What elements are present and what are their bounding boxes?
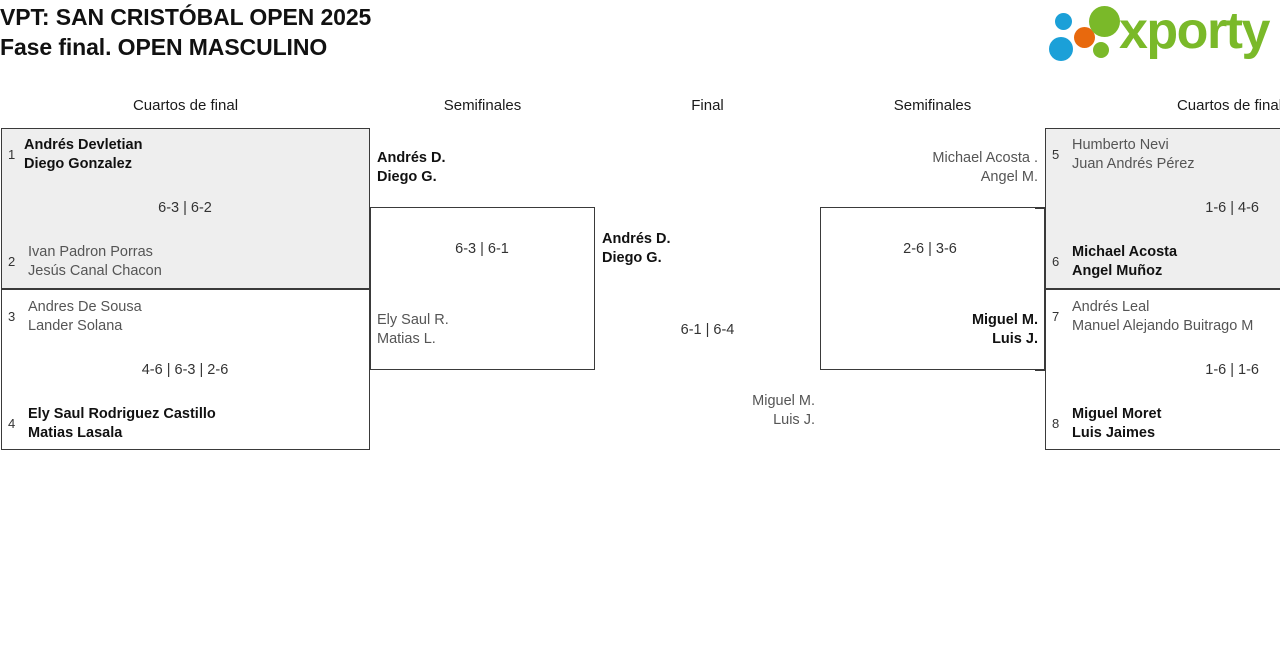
player-name: Andrés D. — [602, 231, 671, 247]
match-score: 6-3 | 6-2 — [158, 200, 212, 216]
match-score: 2-6 | 3-6 — [903, 241, 957, 257]
player-name: Ivan Padron Porras — [28, 244, 153, 260]
page-header: VPT: SAN CRISTÓBAL OPEN 2025 Fase final.… — [0, 0, 1280, 78]
team-entry[interactable]: Ely Saul R. Matias L. — [377, 311, 449, 349]
xporty-logo[interactable]: xporty — [1046, 2, 1278, 64]
player-name: Luis J. — [992, 331, 1038, 347]
player-name: Manuel Alejando Buitrago M — [1072, 318, 1254, 334]
match-box-sf-left[interactable] — [370, 207, 595, 370]
team-entry[interactable]: Miguel M. Luis J. — [823, 311, 1038, 349]
player-name: Miguel Moret — [1072, 406, 1162, 422]
team-entry[interactable]: Andrés D. Diego G. — [377, 149, 446, 187]
match-box-sf-right[interactable] — [820, 207, 1045, 370]
player-name: Diego Gonzalez — [24, 156, 132, 172]
tournament-name: VPT: SAN CRISTÓBAL OPEN 2025 — [0, 4, 372, 30]
player-name: Ely Saul Rodriguez Castillo — [28, 406, 216, 422]
player-name: Andres De Sousa — [28, 299, 142, 315]
round-header-quarterfinals-right: Cuartos de final — [1176, 97, 1280, 114]
player-name: Michael Acosta — [1072, 244, 1178, 260]
team-entry[interactable]: Ivan Padron Porras Jesús Canal Chacon — [28, 243, 162, 281]
logo-wordmark: xporty — [1119, 2, 1270, 60]
seed-number: 7 — [1052, 309, 1060, 324]
team-entry[interactable]: Andrés Devletian Diego Gonzalez — [24, 136, 142, 174]
team-entry[interactable]: Michael Acosta Angel Muñoz — [1072, 243, 1177, 281]
logo-dot-orange — [1074, 27, 1095, 48]
match-score: 6-3 | 6-1 — [455, 241, 509, 257]
logo-dot-blue-large — [1049, 37, 1073, 61]
match-score: 1-6 | 1-6 — [1205, 362, 1259, 378]
player-name: Miguel M. — [971, 312, 1038, 328]
seed-number: 3 — [8, 309, 16, 324]
player-name: Luis Jaimes — [1072, 425, 1156, 441]
match-box-qf-left-2[interactable] — [1, 289, 370, 450]
match-score: 1-6 | 4-6 — [1205, 200, 1259, 216]
player-name: Luis J. — [773, 412, 815, 428]
player-name: Andrés Leal — [1072, 299, 1150, 315]
seed-number: 2 — [8, 254, 16, 269]
player-name: Andrés D. — [377, 150, 446, 166]
seed-number: 1 — [8, 147, 16, 162]
player-name: Angel M. — [980, 169, 1038, 185]
match-box-qf-left-1[interactable] — [1, 128, 370, 289]
seed-number: 4 — [8, 416, 16, 431]
team-entry[interactable]: Andres De Sousa Lander Solana — [28, 298, 142, 336]
player-name: Ely Saul R. — [377, 312, 449, 328]
team-entry[interactable]: Andrés Leal Manuel Alejando Buitrago M — [1072, 298, 1253, 336]
team-entry[interactable]: Humberto Nevi Juan Andrés Pérez — [1072, 136, 1195, 174]
player-name: Michael Acosta . — [932, 150, 1038, 166]
player-name: Humberto Nevi — [1072, 137, 1169, 153]
logo-dot-green-small — [1093, 42, 1109, 58]
round-header-semifinals-right: Semifinales — [893, 97, 972, 114]
round-header-quarterfinals-left: Cuartos de final — [132, 97, 239, 114]
team-entry[interactable]: Ely Saul Rodriguez Castillo Matias Lasal… — [28, 405, 216, 443]
round-header-semifinals-left: Semifinales — [443, 97, 522, 114]
logo-dot-blue-small — [1055, 13, 1072, 30]
player-name: Juan Andrés Pérez — [1072, 156, 1195, 172]
player-name: Miguel M. — [752, 393, 815, 409]
player-name: Andrés Devletian — [24, 137, 143, 153]
connector-line-qf-right-1 — [1035, 208, 1046, 209]
player-name: Matias Lasala — [28, 425, 123, 441]
seed-number: 8 — [1052, 416, 1060, 431]
round-header-final: Final — [691, 97, 724, 114]
match-score-final: 6-1 | 6-4 — [680, 322, 735, 338]
match-box-qf-right-1[interactable] — [1045, 128, 1280, 289]
match-score: 4-6 | 6-3 | 2-6 — [141, 362, 229, 378]
team-entry[interactable]: Miguel Moret Luis Jaimes — [1072, 405, 1161, 443]
logo-dots-icon — [1046, 4, 1124, 64]
player-name: Angel Muñoz — [1072, 263, 1163, 279]
tournament-phase: Fase final. OPEN MASCULINO — [0, 34, 328, 60]
player-name: Diego G. — [602, 250, 662, 266]
seed-number: 5 — [1052, 147, 1060, 162]
player-name: Diego G. — [377, 169, 437, 185]
player-name: Lander Solana — [28, 318, 123, 334]
team-entry[interactable]: Michael Acosta . Angel M. — [823, 149, 1038, 187]
connector-line-qf-right-2 — [1035, 370, 1046, 371]
seed-number: 6 — [1052, 254, 1060, 269]
player-name: Jesús Canal Chacon — [28, 263, 162, 279]
team-entry-final-right[interactable]: Miguel M. Luis J. — [600, 392, 815, 430]
team-entry-final-left[interactable]: Andrés D. Diego G. — [602, 230, 671, 268]
logo-dot-green-large — [1089, 6, 1120, 37]
tournament-title: VPT: SAN CRISTÓBAL OPEN 2025 Fase final.… — [0, 2, 371, 62]
match-box-qf-right-2[interactable] — [1045, 289, 1280, 450]
player-name: Matias L. — [377, 331, 436, 347]
